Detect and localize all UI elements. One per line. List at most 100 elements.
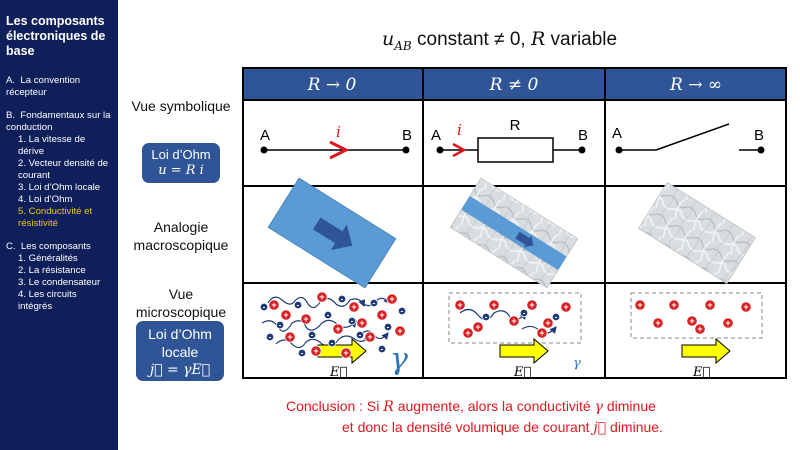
charge-sign: +	[313, 346, 318, 356]
charge-sign: -	[331, 339, 334, 348]
conclusion-l1-r: R	[383, 399, 394, 415]
field-label: E⃗	[329, 365, 347, 379]
charge-sign: +	[335, 324, 340, 334]
charge-sign: +	[303, 314, 308, 324]
table-grid-lines	[242, 67, 787, 379]
macro-pipe-large	[267, 177, 397, 289]
positive-ion: +	[356, 317, 368, 329]
sidebar-item[interactable]: 4. Les circuits intégrés	[18, 289, 77, 312]
electron: -	[519, 309, 529, 318]
charge-sign: -	[401, 307, 404, 316]
sidebar-item[interactable]: 3. Loi d’Ohm locale	[18, 182, 101, 193]
current-label: i	[457, 121, 462, 139]
field-label: E⃗	[692, 365, 710, 379]
current-arrow-icon	[329, 140, 350, 160]
resistor-symbol	[477, 137, 554, 163]
charge-sign: +	[397, 326, 402, 336]
electron: -	[297, 349, 307, 358]
positive-ion: +	[508, 315, 520, 327]
lattice-frame	[448, 292, 582, 344]
conclusion-l1-a: Conclusion : Si	[286, 398, 380, 414]
charge-sign: +	[351, 302, 356, 312]
sidebar-item[interactable]: 1. La vitesse de dérive	[18, 134, 86, 157]
positive-ion: +	[536, 327, 548, 339]
node-a-dot	[436, 146, 444, 154]
electron: -	[327, 339, 337, 348]
charge-sign: -	[351, 317, 354, 326]
positive-ion: +	[454, 299, 466, 311]
electron: -	[347, 317, 357, 326]
header-r-nonzero: R ≠ 0	[489, 75, 539, 95]
sidebar-item[interactable]: 1. Généralités	[18, 253, 78, 264]
positive-ion: +	[268, 299, 280, 311]
micro-view-insulator	[630, 292, 763, 339]
electron: -	[369, 299, 379, 308]
title-sub: AB	[394, 38, 412, 53]
electron: -	[551, 313, 561, 322]
positive-ion: +	[560, 301, 572, 313]
switch-blade	[655, 123, 730, 151]
conclusion-l1-b: augmente, alors la conductivité	[397, 398, 591, 414]
conclusion-l1-gamma: γ	[594, 399, 603, 415]
positive-ion: +	[376, 309, 388, 321]
electron: -	[337, 295, 347, 304]
charge-sign: -	[373, 299, 376, 308]
node-a-dot	[615, 146, 623, 154]
sidebar-section[interactable]: A. La convention récepteur	[6, 75, 112, 99]
positive-ion: +	[472, 321, 484, 333]
gamma-large: γ	[390, 342, 408, 377]
positive-ion: +	[332, 323, 344, 335]
charge-sign: +	[671, 300, 676, 310]
charge-sign: -	[279, 321, 282, 330]
sidebar-section-label: A. La convention récepteur	[6, 75, 81, 98]
charge-sign: -	[523, 309, 526, 318]
field-arrow-icon	[499, 337, 549, 365]
sidebar: Les composants électroniques de base A. …	[0, 0, 118, 450]
positive-ion: +	[652, 317, 664, 329]
lattice-frame	[630, 292, 763, 339]
sidebar-title: Les composants électroniques de base	[6, 14, 106, 58]
charge-sign: -	[311, 331, 314, 340]
slide-title: uAB constant ≠ 0, R variable	[382, 28, 617, 53]
charge-sign: +	[475, 322, 480, 332]
ohm-law-formula: u = R i	[158, 163, 204, 178]
circuit-resistor: A B i R	[431, 117, 588, 163]
positive-ion: +	[686, 315, 698, 327]
circuit-short: A B i	[260, 123, 412, 160]
charge-sign: +	[563, 302, 568, 312]
node-a-label: A	[612, 125, 622, 142]
field-arrow-1: E⃗	[317, 337, 367, 379]
electron: -	[323, 311, 333, 320]
node-b-dot	[757, 146, 765, 154]
conclusion-l2-b: diminue.	[610, 419, 663, 435]
title-text1: constant ≠ 0,	[417, 29, 526, 50]
charge-sign: -	[327, 311, 330, 320]
sidebar-item[interactable]: 5. Conductivité et résistivité	[18, 206, 93, 229]
node-b-dot	[578, 146, 586, 154]
charge-sign: -	[301, 349, 304, 358]
charge-sign: -	[387, 323, 390, 332]
positive-ion: +	[364, 331, 376, 343]
charge-sign: +	[655, 318, 660, 328]
ohm-local-title: Loi d’Ohm locale	[148, 326, 212, 360]
electron: -	[275, 321, 285, 330]
sidebar-item[interactable]: 3. Le condensateur	[18, 277, 101, 288]
charge-sign: +	[367, 332, 372, 342]
charge-sign: -	[485, 313, 488, 322]
sidebar-item[interactable]: 4. Loi d’Ohm	[18, 194, 73, 205]
sidebar-item[interactable]: 2. Vecteur densité de courant	[18, 158, 109, 181]
charge-sign: +	[725, 318, 730, 328]
positive-ion: +	[488, 299, 500, 311]
charge-sign: +	[319, 292, 324, 302]
electron: -	[293, 301, 303, 310]
positive-ion: +	[394, 325, 406, 337]
conclusion: Conclusion : Si R augmente, alors la con…	[286, 396, 663, 438]
positive-ion: +	[348, 301, 360, 313]
sidebar-item[interactable]: 2. La résistance	[18, 265, 86, 276]
positive-ion: +	[280, 309, 292, 321]
header-r-infinite: R → ∞	[669, 75, 722, 95]
electron: -	[265, 333, 275, 342]
sidebar-sections: A. La convention récepteur B. Fondamentau…	[6, 75, 112, 313]
